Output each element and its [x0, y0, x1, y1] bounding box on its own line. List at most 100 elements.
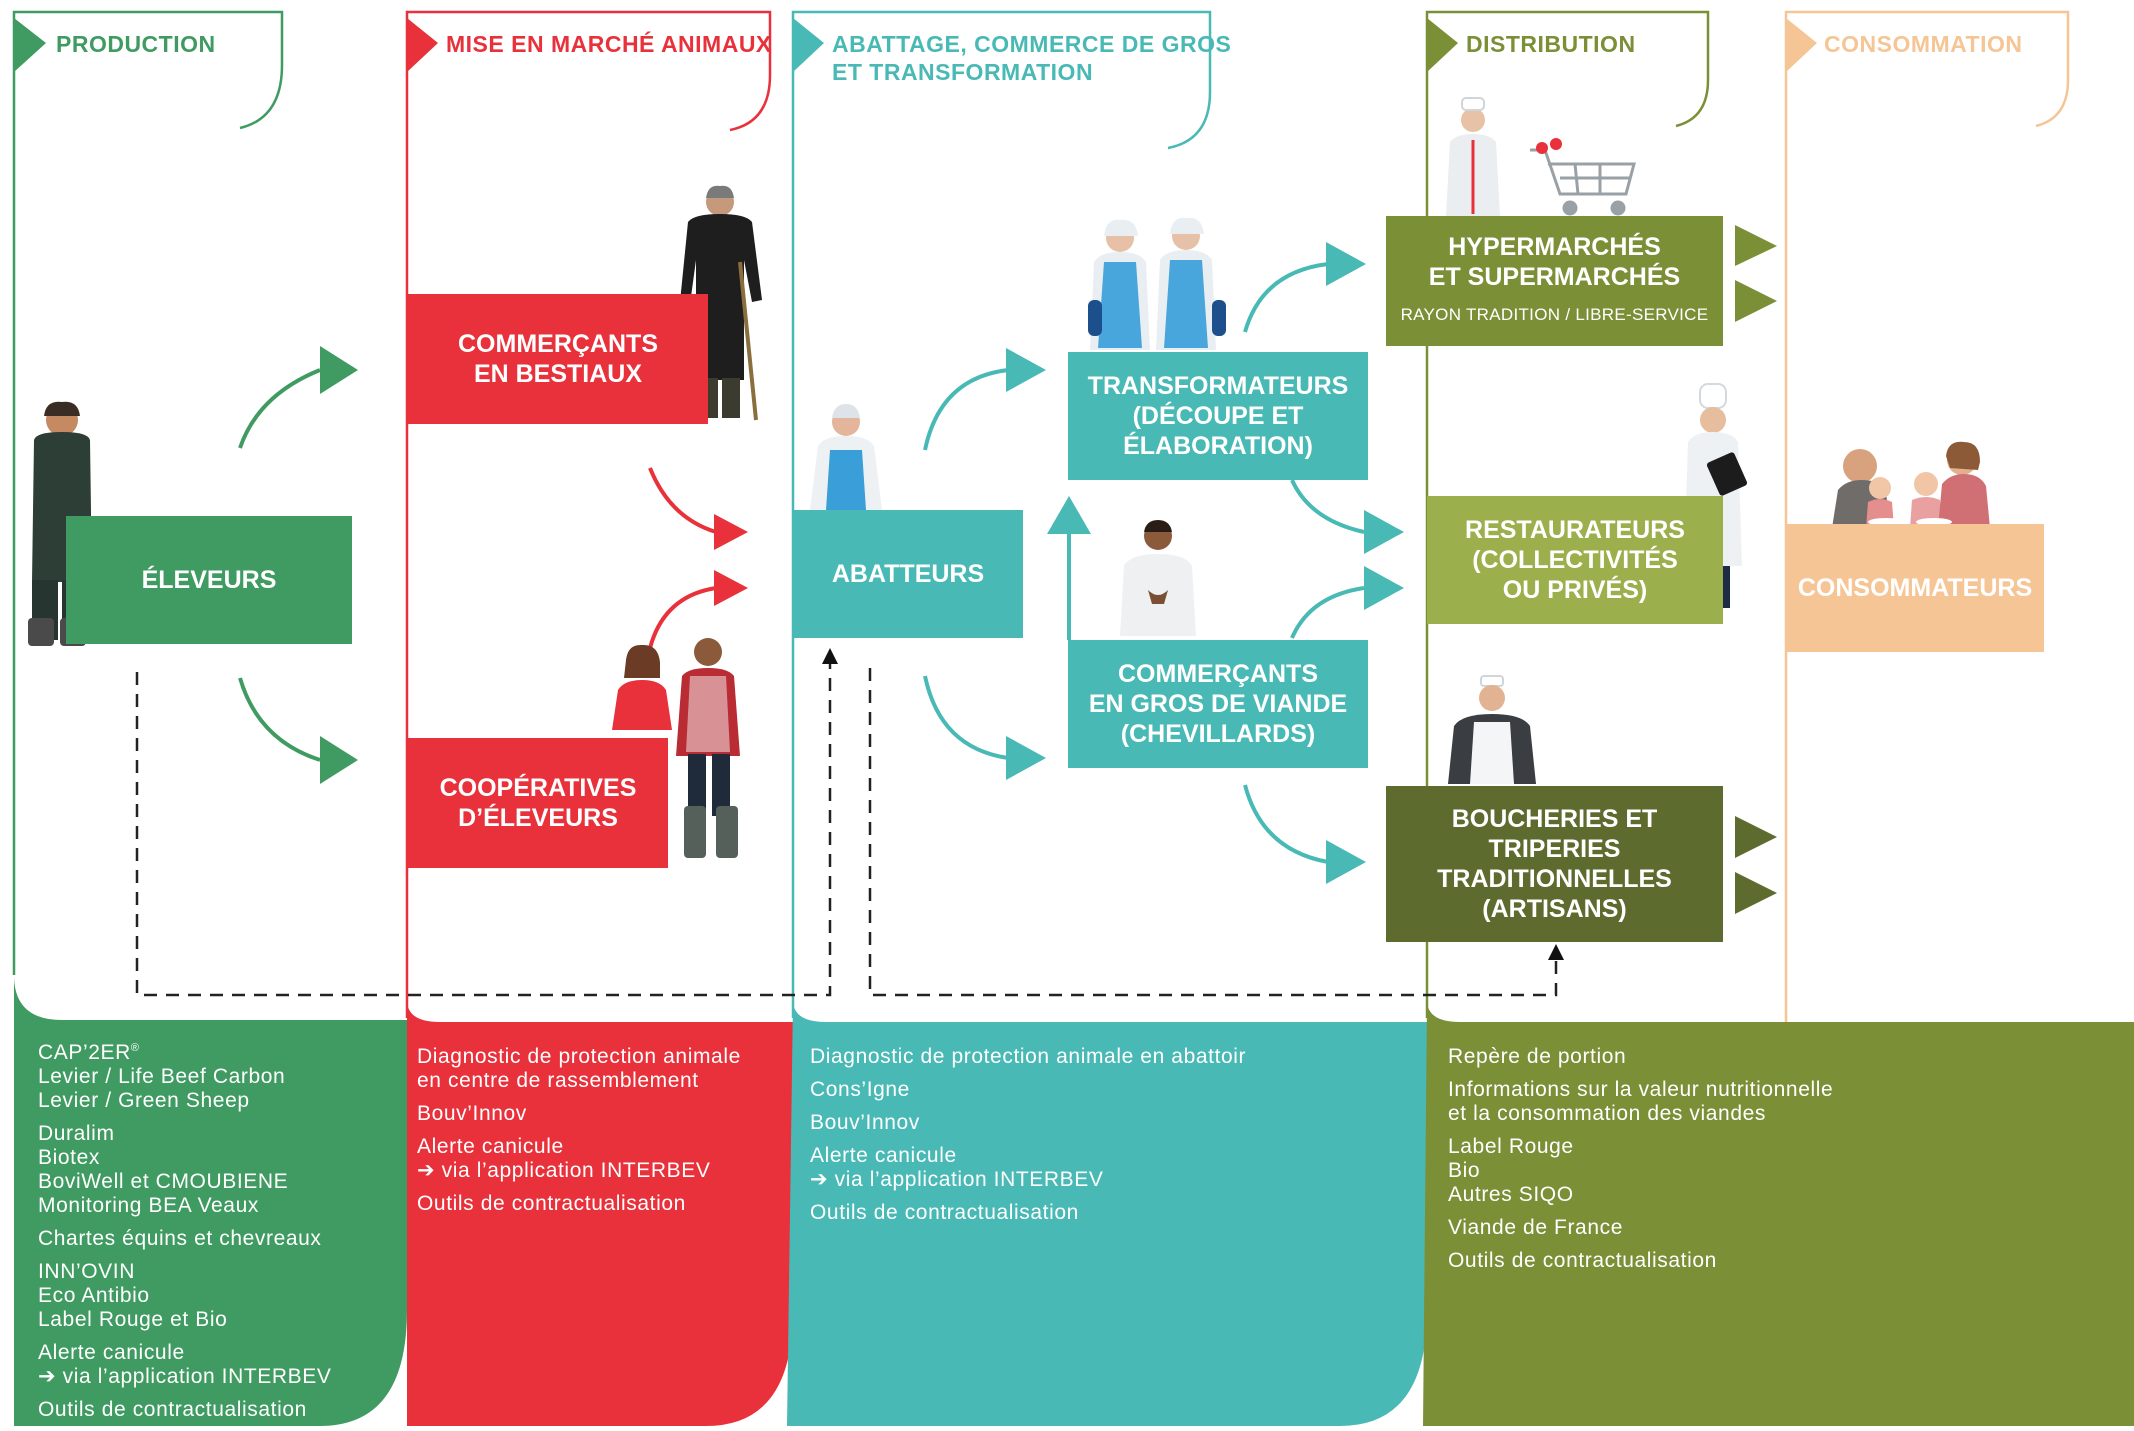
- node-hypermarches-line1: HYPERMARCHÉS: [1448, 233, 1661, 261]
- artisan-butcher-figure-icon: [1448, 675, 1536, 784]
- node-transformateurs: TRANSFORMATEURS (DÉCOUPE ET ÉLABORATION): [1068, 352, 1368, 480]
- node-hypermarches-subtitle: RAYON TRADITION / LIBRE-SERVICE: [1400, 305, 1709, 324]
- arrow-head-teal-icon: [1047, 496, 1091, 534]
- stage-header-distribution: DISTRIBUTION: [1466, 31, 1636, 57]
- node-commercants-bestiaux-line1: COMMERÇANTS: [458, 330, 658, 358]
- arrow-head-teal-icon: [1006, 348, 1046, 392]
- panel-abattage-item-0: Diagnostic de protection animale en abat…: [810, 1045, 1247, 1068]
- node-restaurateurs-line3: OU PRIVÉS): [1502, 576, 1648, 604]
- consommation-column-frame: [1784, 10, 2070, 1022]
- panel-abattage-item-4: Outils de contractualisation: [810, 1201, 1079, 1224]
- panel-marche-item-2: Alerte canicule ➔ via l’application INTE…: [417, 1135, 711, 1182]
- node-boucheries-line1: BOUCHERIES ET TRIPERIES: [1451, 805, 1658, 863]
- panel-distribution-item-2: Label Rouge Bio Autres SIQO: [1448, 1135, 1574, 1206]
- arrow-head-red-icon: [714, 570, 748, 606]
- arrow-head-teal-icon: [1326, 242, 1366, 286]
- node-cooperatives-line1: COOPÉRATIVES: [439, 774, 637, 802]
- node-hypermarches: HYPERMARCHÉS ET SUPERMARCHÉS RAYON TRADI…: [1386, 216, 1723, 346]
- node-commercants-bestiaux-line2: EN BESTIAUX: [473, 360, 643, 388]
- arrow-commercants-to-abatteurs: [648, 467, 717, 534]
- slaughterhouse-worker-figure-icon: [810, 404, 882, 510]
- arrow-abatteurs-to-chevillards: [923, 675, 1009, 760]
- marche-panel-shape: [407, 1000, 793, 1426]
- node-transformateurs-line3: ÉLABORATION): [1123, 432, 1313, 460]
- dashed-line-eleveurs: [135, 658, 832, 997]
- node-boucheries-line3: (ARTISANS): [1482, 895, 1627, 923]
- registered-mark: ®: [130, 1042, 140, 1054]
- node-transformateurs-line2: (DÉCOUPE ET: [1132, 402, 1304, 430]
- node-hypermarches-line2: ET SUPERMARCHÉS: [1428, 263, 1681, 291]
- stage-header-abattage: ABATTAGE, COMMERCE DE GROS ET TRANSFORMA…: [832, 30, 1231, 86]
- arrow-transformateurs-to-hypermarches: [1243, 262, 1329, 333]
- node-restaurateurs-line2: (COLLECTIVITÉS: [1472, 546, 1678, 574]
- panel-production-item-3: INN’OVIN Eco Antibio Label Rouge et Bio: [38, 1260, 228, 1331]
- abattage-column-frame: [791, 10, 1212, 1018]
- panel-abattage: Diagnostic de protection animale en abat…: [810, 1045, 1410, 1234]
- node-eleveurs-label: ÉLEVEURS: [141, 566, 277, 594]
- wholesaler-figure-icon: [1120, 520, 1196, 636]
- arrow-hyper-to-consommation-icon: [1735, 280, 1777, 322]
- dashed-line-abatteurs: [868, 668, 1558, 997]
- stage-header-marche: MISE EN MARCHÉ ANIMAUX: [446, 31, 772, 57]
- panel-marche-item-0: Diagnostic de protection animale en cent…: [417, 1045, 741, 1092]
- panel-abattage-item-2: Bouv’Innov: [810, 1111, 920, 1134]
- farmer-couple-figure-icon: [612, 638, 740, 858]
- panel-distribution-item-3: Viande de France: [1448, 1216, 1623, 1239]
- abattage-flag-icon: [793, 18, 824, 72]
- arrow-head-teal-icon: [1006, 736, 1046, 780]
- distribution-flag-icon: [1427, 18, 1458, 72]
- panel-production-item-1: Duralim Biotex BoviWell et CMOUBIENE Mon…: [38, 1122, 289, 1217]
- panel-distribution-item-4: Outils de contractualisation: [1448, 1249, 1717, 1272]
- panel-production: CAP’2ER® Levier / Life Beef Carbon Levie…: [38, 1036, 398, 1431]
- node-abatteurs-label: ABATTEURS: [831, 560, 985, 588]
- node-chevillards-line1: COMMERÇANTS: [1118, 660, 1318, 688]
- panel-production-item-5: Outils de contractualisation: [38, 1398, 307, 1421]
- node-cooperatives-line2: D’ÉLEVEURS: [458, 804, 618, 832]
- arrow-head-teal-icon: [1364, 566, 1404, 610]
- node-cooperatives: COOPÉRATIVES D’ÉLEVEURS: [408, 738, 668, 868]
- stage-header-abattage-line1: ABATTAGE, COMMERCE DE GROS: [832, 31, 1232, 57]
- abattage-panel-shape: [787, 1000, 1427, 1426]
- node-restaurateurs: RESTAURATEURS (COLLECTIVITÉS OU PRIVÉS): [1427, 496, 1723, 624]
- arrow-head-green-icon: [320, 346, 358, 394]
- stage-header-production: PRODUCTION: [56, 31, 216, 57]
- arrow-eleveurs-to-commercants: [238, 368, 321, 449]
- arrow-head-green-icon: [320, 736, 358, 784]
- marche-column-frame: [405, 10, 772, 1018]
- arrow-head-red-icon: [714, 514, 748, 550]
- panel-production-item-4: Alerte canicule ➔ via l’application INTE…: [38, 1341, 332, 1388]
- panel-distribution-item-0: Repère de portion: [1448, 1045, 1627, 1068]
- arrow-chevillards-to-restaurateurs: [1290, 586, 1365, 639]
- node-chevillards: COMMERÇANTS EN GROS DE VIANDE (CHEVILLAR…: [1068, 640, 1368, 768]
- dashed-arrow-up-abatteurs-icon: [822, 648, 838, 664]
- distribution-panel-shape: [1423, 1000, 2134, 1426]
- production-column-frame: [12, 10, 284, 975]
- node-boucheries-line2: TRADITIONNELLES: [1437, 865, 1672, 893]
- panel-production-item-0: Levier / Life Beef Carbon Levier / Green…: [38, 1065, 286, 1112]
- arrow-chevillards-to-boucheries: [1243, 784, 1329, 864]
- production-panel-shape: [14, 975, 407, 1426]
- panel-distribution: Repère de portion Informations sur la va…: [1448, 1045, 2088, 1282]
- node-consommateurs: CONSOMMATEURS: [1786, 524, 2044, 652]
- dashed-arrow-up-boucheries-icon: [1548, 944, 1564, 960]
- marche-flag-icon: [407, 18, 438, 72]
- arrow-transformateurs-to-restaurateurs: [1290, 479, 1365, 534]
- panel-production-item-2: Chartes équins et chevreaux: [38, 1227, 322, 1250]
- family-consumers-figure-icon: [1832, 441, 1990, 528]
- arrow-hyper-to-consommation-icon: [1735, 225, 1777, 266]
- consommation-flag-icon: [1786, 18, 1817, 72]
- panel-production-cap2er: CAP’2ER®: [38, 1041, 140, 1064]
- node-transformateurs-line1: TRANSFORMATEURS: [1087, 372, 1349, 400]
- arrow-head-teal-icon: [1326, 840, 1366, 884]
- distribution-column-frame: [1425, 10, 1710, 1018]
- arrow-boucheries-to-consommation-icon: [1735, 872, 1777, 914]
- node-chevillards-line3: (CHEVILLARDS): [1120, 720, 1316, 748]
- production-flag-icon: [14, 18, 46, 72]
- arrow-eleveurs-to-cooperatives: [238, 677, 321, 762]
- shopping-cart-icon: [1530, 138, 1636, 216]
- node-chevillards-line2: EN GROS DE VIANDE: [1088, 690, 1348, 718]
- stage-header-consommation: CONSOMMATION: [1824, 31, 2023, 57]
- node-commercants-bestiaux: COMMERÇANTS EN BESTIAUX: [408, 294, 708, 424]
- panel-abattage-item-1: Cons’Igne: [810, 1078, 910, 1101]
